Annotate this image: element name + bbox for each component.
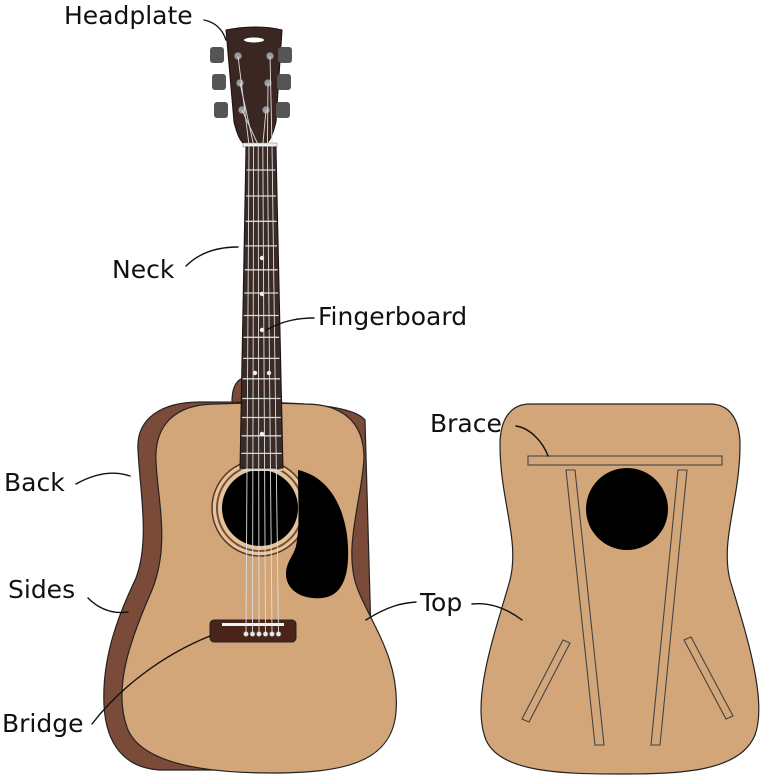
bridge-pin xyxy=(243,631,249,637)
pickguard xyxy=(286,470,349,599)
brace-x-left xyxy=(565,469,605,746)
guitar-top-braced xyxy=(480,403,760,775)
label-headplate: Headplate xyxy=(64,1,193,30)
leader-back xyxy=(75,472,131,485)
strings xyxy=(237,55,279,633)
brace-x-right xyxy=(650,469,688,746)
bridge-pin xyxy=(249,631,256,637)
leader-headplate xyxy=(203,19,227,41)
tuner-key xyxy=(212,74,226,90)
inlay-dot xyxy=(259,291,265,297)
sound-hole-cutout xyxy=(586,468,668,550)
labels: Headplate Neck Fingerboard Back Sides Br… xyxy=(2,1,502,738)
guitar-string xyxy=(262,109,267,633)
fingerboard xyxy=(239,146,284,469)
label-top: Top xyxy=(419,588,462,617)
label-brace: Brace xyxy=(430,409,502,438)
inlay-dot xyxy=(259,327,265,333)
bridge-pin xyxy=(256,631,262,637)
leader-brace xyxy=(515,425,549,457)
guitar xyxy=(103,26,397,774)
headstock-logo xyxy=(244,37,264,43)
inlay-dot xyxy=(266,370,272,376)
label-neck: Neck xyxy=(112,255,175,284)
tuner-key xyxy=(214,102,228,118)
brace-finger-left xyxy=(521,639,571,723)
leader-fingerboard xyxy=(265,317,315,331)
bridge-pin xyxy=(269,631,275,637)
label-sides: Sides xyxy=(8,575,75,604)
bridge-pin xyxy=(262,631,269,637)
brace-finger-right xyxy=(683,636,734,720)
bridge-pin xyxy=(275,631,282,637)
brace-transverse xyxy=(527,455,723,466)
sound-hole xyxy=(222,470,298,546)
label-back: Back xyxy=(4,468,65,497)
headstock xyxy=(225,26,283,146)
leader-neck xyxy=(185,246,239,267)
guitar-string xyxy=(237,55,250,633)
label-fingerboard: Fingerboard xyxy=(318,302,467,331)
leader-lines xyxy=(75,19,549,725)
tuner-key xyxy=(278,47,292,63)
tuner-key xyxy=(210,47,224,63)
tuner-key xyxy=(276,102,290,118)
guitar-string xyxy=(269,55,279,633)
leader-sides xyxy=(87,597,129,614)
leader-bridge xyxy=(91,635,211,725)
leader-top-left xyxy=(365,601,417,621)
label-bridge: Bridge xyxy=(2,709,84,738)
guitar-string xyxy=(241,109,260,633)
guitar-string xyxy=(239,82,255,633)
saddle xyxy=(222,623,284,626)
inlay-dot xyxy=(252,370,258,376)
frets xyxy=(240,169,283,471)
inlay-dot xyxy=(259,431,265,437)
leader-top-right xyxy=(471,602,523,621)
guitar-string xyxy=(266,82,273,633)
tuner-key xyxy=(277,74,291,90)
